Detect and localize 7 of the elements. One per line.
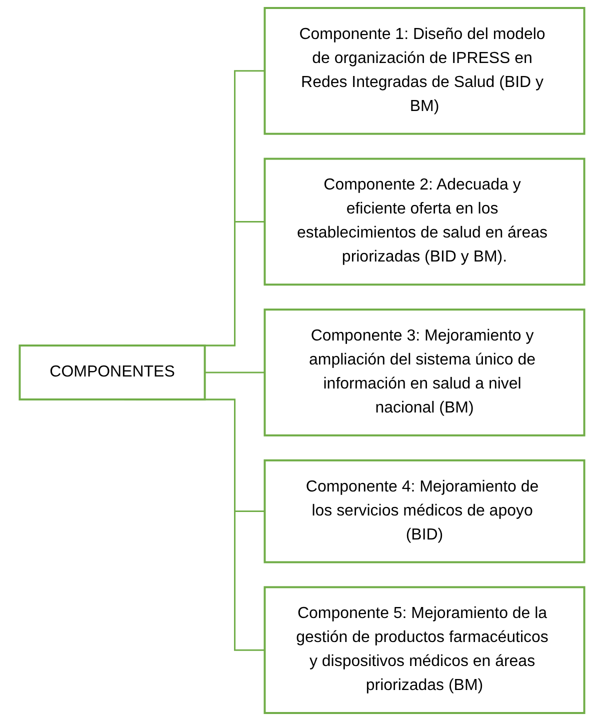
connector	[204, 372, 266, 374]
node-box: Componente 4: Mejoramiento de los servicios médicos de apoyo (BID)	[264, 459, 586, 564]
node-box: Componente 1: Diseño del modelo de organización de IPRESS en Redes Integradas de Salud (BID y BM)	[264, 7, 586, 135]
node-box: Componente 5: Mejoramiento de la gestión de productos farmacéuticos y dispositivos médicos en áreas priorizadas (BM)	[264, 586, 586, 714]
node-box: Componente 2: Adecuada y eficiente oferta en los establecimientos de salud en áreas priorizadas (BID y BM).	[264, 158, 586, 286]
node-box: COMPONENTES	[18, 344, 206, 400]
node-box: Componente 3: Mejoramiento y ampliación del sistema único de información en salud a nivel nacional (BM)	[264, 308, 586, 436]
